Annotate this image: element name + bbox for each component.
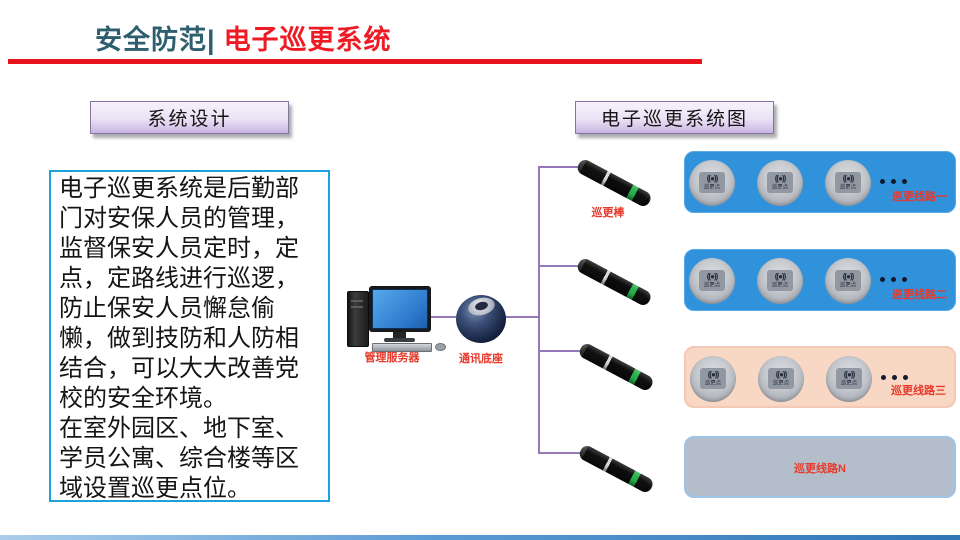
server-label: 管理服务器 <box>364 352 420 364</box>
dot <box>903 375 908 380</box>
line-branch-3 <box>538 350 582 352</box>
signal-icon: ((●)) <box>774 271 786 281</box>
dot <box>892 375 897 380</box>
patrol-point-label: 巡更点 <box>704 379 722 386</box>
patrol-point-icon: ((●))巡更点 <box>758 356 804 402</box>
more-points-dots <box>880 179 907 184</box>
more-points-dots <box>880 277 907 282</box>
system-diagram-badge-label: 电子巡更系统图 <box>600 109 748 130</box>
line-branch-1 <box>538 166 580 168</box>
patrol-point-panel: ((●))巡更点 <box>767 270 793 291</box>
dock-label: 通讯底座 <box>459 353 503 365</box>
mouse-icon <box>435 343 446 351</box>
dot <box>881 375 886 380</box>
description-box: 电子巡更系统是后勤部门对安保人员的管理，监督保安人员定时，定点，定路线进行巡逻，… <box>49 170 330 502</box>
more-points-dots <box>881 375 908 380</box>
line-dock-to-trunk <box>504 316 540 318</box>
patrol-wand-icon <box>577 443 660 495</box>
patrol-wand-icon <box>575 256 658 308</box>
patrol-route-panel-1: ((●))巡更点 ((●))巡更点 ((●))巡更点 巡更线路一 <box>684 151 956 213</box>
patrol-wand-icon <box>575 157 658 209</box>
monitor-screen <box>372 289 428 329</box>
patrol-point-icon: ((●))巡更点 <box>826 356 872 402</box>
route-label-1: 巡更线路一 <box>892 191 947 203</box>
patrol-point-panel: ((●))巡更点 <box>836 368 862 389</box>
monitor-stand-base <box>384 338 415 342</box>
tower-slot <box>351 306 363 308</box>
system-design-badge: 系统设计 <box>90 101 289 134</box>
signal-icon: ((●)) <box>775 369 787 379</box>
line-branch-2 <box>538 265 580 267</box>
route-label-3: 巡更线路三 <box>891 385 946 397</box>
patrol-point-label: 巡更点 <box>840 379 858 386</box>
patrol-point-label: 巡更点 <box>703 281 721 288</box>
page-title-topic: 电子巡更系统 <box>223 25 392 55</box>
patrol-point-label: 巡更点 <box>839 281 857 288</box>
patrol-route-panel-3: ((●))巡更点 ((●))巡更点 ((●))巡更点 巡更线路三 <box>684 346 956 408</box>
title-underline <box>8 59 702 64</box>
patrol-wand-icon <box>577 341 660 393</box>
patrol-point-panel: ((●))巡更点 <box>835 270 861 291</box>
patrol-route-panel-n: 巡更线路N <box>684 436 956 498</box>
patrol-point-label: 巡更点 <box>703 183 721 190</box>
patrol-point-icon: ((●))巡更点 <box>757 258 803 304</box>
patrol-point-icon: ((●))巡更点 <box>825 258 871 304</box>
wand-body <box>575 157 653 209</box>
patrol-point-panel: ((●))巡更点 <box>835 172 861 193</box>
monitor-stand <box>393 332 406 338</box>
line-server-to-dock <box>431 316 456 318</box>
patrol-point-panel: ((●))巡更点 <box>699 172 725 193</box>
patrol-point-label: 巡更点 <box>772 379 790 386</box>
patrol-point-panel: ((●))巡更点 <box>767 172 793 193</box>
line-branch-4 <box>538 452 582 454</box>
wand-label: 巡更棒 <box>591 207 625 219</box>
route-label-n: 巡更线路N <box>794 463 846 475</box>
dot <box>880 277 885 282</box>
keyboard-icon <box>372 343 432 352</box>
signal-icon: ((●)) <box>842 271 854 281</box>
patrol-point-panel: ((●))巡更点 <box>699 270 725 291</box>
description-paragraph-2: 在室外园区、地下室、学员公寓、综合楼等区域设置巡更点位。 <box>59 416 299 502</box>
dot <box>880 179 885 184</box>
patrol-point-panel: ((●))巡更点 <box>700 368 726 389</box>
page-title-section: 安全防范| <box>95 25 216 55</box>
dot <box>891 277 896 282</box>
signal-icon: ((●)) <box>843 369 855 379</box>
patrol-point-icon: ((●))巡更点 <box>689 258 735 304</box>
monitor-icon <box>369 286 431 332</box>
signal-icon: ((●)) <box>706 173 718 183</box>
signal-icon: ((●)) <box>706 271 718 281</box>
signal-icon: ((●)) <box>707 369 719 379</box>
route-label-2: 巡更线路二 <box>892 289 947 301</box>
wand-body <box>577 443 655 495</box>
system-design-badge-label: 系统设计 <box>147 109 232 130</box>
patrol-point-panel: ((●))巡更点 <box>768 368 794 389</box>
wand-body <box>577 341 655 393</box>
system-diagram-badge: 电子巡更系统图 <box>575 101 774 134</box>
signal-icon: ((●)) <box>842 173 854 183</box>
dot <box>902 277 907 282</box>
patrol-point-label: 巡更点 <box>839 183 857 190</box>
patrol-point-label: 巡更点 <box>771 281 789 288</box>
patrol-route-panel-2: ((●))巡更点 ((●))巡更点 ((●))巡更点 巡更线路二 <box>684 249 956 311</box>
server-tower-icon <box>347 291 369 347</box>
description-paragraph-1: 电子巡更系统是后勤部门对安保人员的管理，监督保安人员定时，定点，定路线进行巡逻，… <box>59 176 299 412</box>
dot <box>902 179 907 184</box>
patrol-point-icon: ((●))巡更点 <box>690 356 736 402</box>
patrol-point-icon: ((●))巡更点 <box>757 160 803 206</box>
tower-slot <box>351 300 363 302</box>
wand-body <box>575 256 653 308</box>
patrol-point-icon: ((●))巡更点 <box>825 160 871 206</box>
page-title: 安全防范|电子巡更系统 <box>95 18 392 57</box>
line-trunk-vertical <box>538 166 540 454</box>
dot <box>891 179 896 184</box>
patrol-point-label: 巡更点 <box>771 183 789 190</box>
footer-accent-bar <box>0 535 960 540</box>
patrol-point-icon: ((●))巡更点 <box>689 160 735 206</box>
signal-icon: ((●)) <box>774 173 786 183</box>
